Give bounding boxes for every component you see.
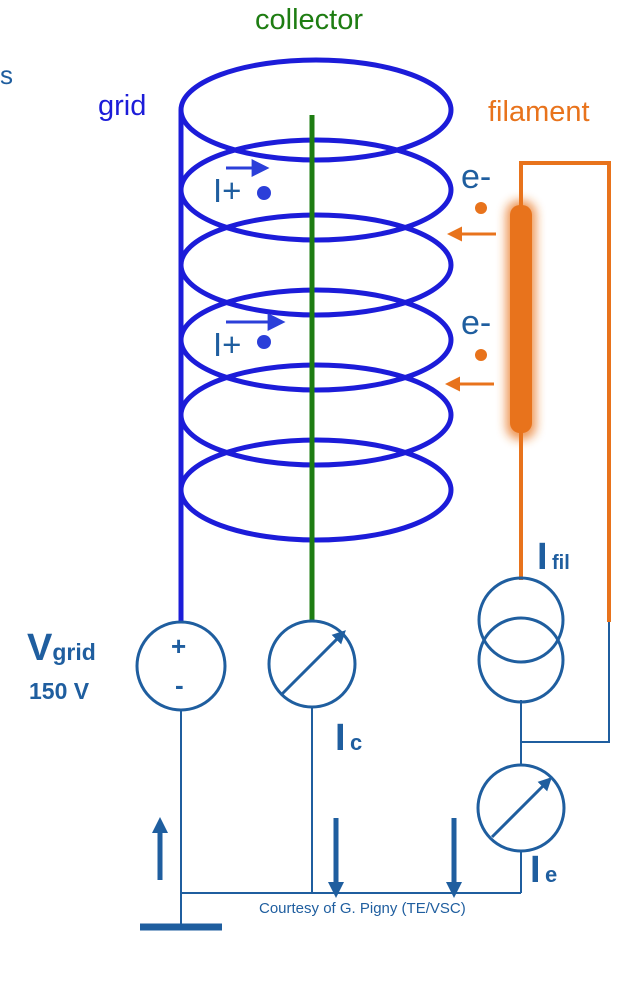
collector-current-subscript: c <box>350 730 363 755</box>
voltage-source-symbol <box>135 620 227 712</box>
filament-current-symbol: I <box>537 536 548 578</box>
ion-label-1: I+ <box>213 172 242 209</box>
ion-dot-1 <box>257 186 271 200</box>
filament-label: filament <box>488 96 590 128</box>
emission-current-symbol: I <box>530 849 541 891</box>
grid-voltage-symbol: V <box>27 627 53 669</box>
grid-helix <box>178 57 454 622</box>
grid-label: grid <box>98 90 147 122</box>
grid-ring-5 <box>178 362 454 468</box>
emission-current-label: I e <box>530 849 557 892</box>
ion-label-2: I+ <box>213 326 242 363</box>
grid-ring-3 <box>178 212 454 318</box>
credit-text: Courtesy of G. Pigny (TE/VSC) <box>259 900 466 917</box>
grid-voltage-subscript: grid <box>52 639 96 665</box>
collector-current-symbol: I <box>335 717 346 759</box>
collector-label: collector <box>255 4 363 36</box>
grid-ring-1 <box>178 57 454 163</box>
electron-label-2: e- <box>461 304 492 342</box>
electron-label-1: e- <box>461 158 492 196</box>
filament-current-source <box>477 576 565 704</box>
ion-dot-2 <box>257 335 271 349</box>
emission-current-subscript: e <box>545 862 558 887</box>
emission-ammeter <box>476 763 566 853</box>
grid-ring-6 <box>178 437 454 543</box>
filament-current-subscript: fil <box>552 552 570 574</box>
electron-dot-2 <box>475 349 487 361</box>
filament-wire <box>519 161 611 622</box>
voltage-plus-sign: + <box>171 631 187 661</box>
grid-voltage-label: Vgrid <box>27 627 96 670</box>
filament-return-wire <box>521 622 610 743</box>
edge-letter: s <box>0 60 13 90</box>
voltage-minus-sign: - <box>175 670 184 700</box>
grid-voltage-value: 150 V <box>29 678 90 704</box>
collector-ammeter <box>267 619 357 709</box>
filament-circuit <box>506 161 611 622</box>
electron-dot-1 <box>475 202 487 214</box>
external-circuit <box>180 622 610 925</box>
collector-current-label: I c <box>335 717 362 760</box>
filament-current-label: I fil <box>537 536 570 579</box>
